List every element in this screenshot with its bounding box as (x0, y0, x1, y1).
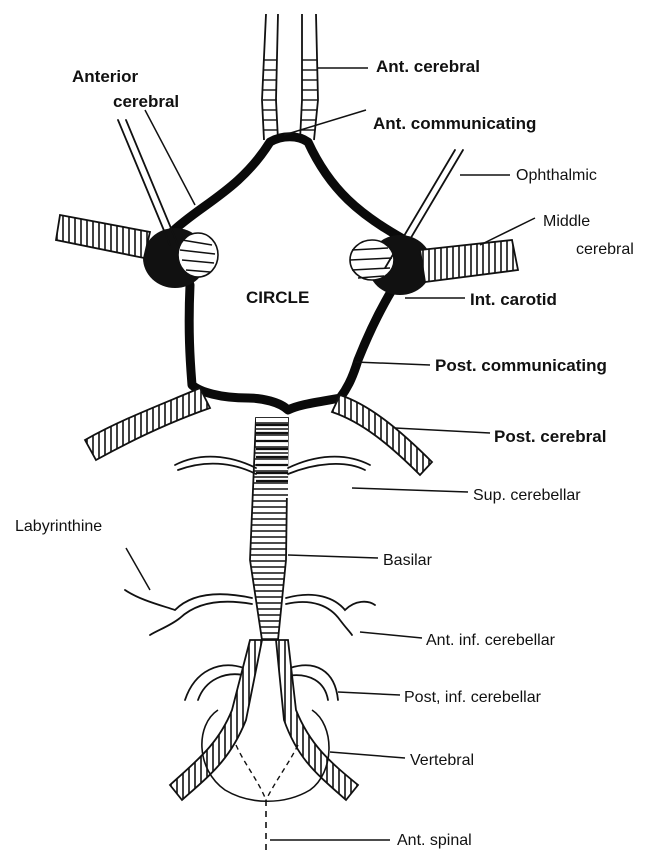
label-anterior-cerebral-line2: cerebral (113, 92, 179, 111)
label-anterior-cerebral-line1: Anterior (72, 67, 139, 86)
label-vertebral: Vertebral (410, 752, 474, 769)
right-internal-carotid (350, 235, 432, 295)
label-post-communicating: Post. communicating (435, 356, 607, 375)
left-internal-carotid (143, 228, 218, 288)
label-post-cerebral: Post. cerebral (494, 427, 606, 446)
right-middle-cerebral (420, 240, 518, 282)
left-middle-cerebral (56, 215, 150, 258)
posterior-inferior-cerebellar-arteries (185, 665, 338, 700)
anterior-inferior-cerebellar-arteries (125, 590, 375, 635)
label-circle: CIRCLE (246, 288, 309, 307)
label-middle-cerebral-line2: cerebral (576, 241, 634, 258)
label-ant-communicating: Ant. communicating (373, 114, 536, 133)
label-ant-spinal: Ant. spinal (397, 832, 472, 849)
label-ant-inf-cerebellar: Ant. inf. cerebellar (426, 632, 556, 649)
label-basilar: Basilar (383, 552, 433, 569)
anterior-cerebral-arteries (262, 14, 318, 140)
label-middle-cerebral-line1: Middle (543, 213, 590, 230)
label-post-inf-cerebellar: Post, inf. cerebellar (404, 689, 542, 706)
vertebral-arteries (170, 640, 358, 800)
label-int-carotid: Int. carotid (470, 290, 557, 309)
label-ophthalmic: Ophthalmic (516, 167, 597, 184)
label-sup-cerebellar: Sup. cerebellar (473, 487, 581, 504)
basilar-artery (250, 418, 288, 640)
right-posterior-cerebral (332, 395, 432, 475)
label-ant-cerebral: Ant. cerebral (376, 57, 480, 76)
label-labyrinthine: Labyrinthine (15, 518, 102, 535)
left-posterior-cerebral (85, 388, 210, 460)
